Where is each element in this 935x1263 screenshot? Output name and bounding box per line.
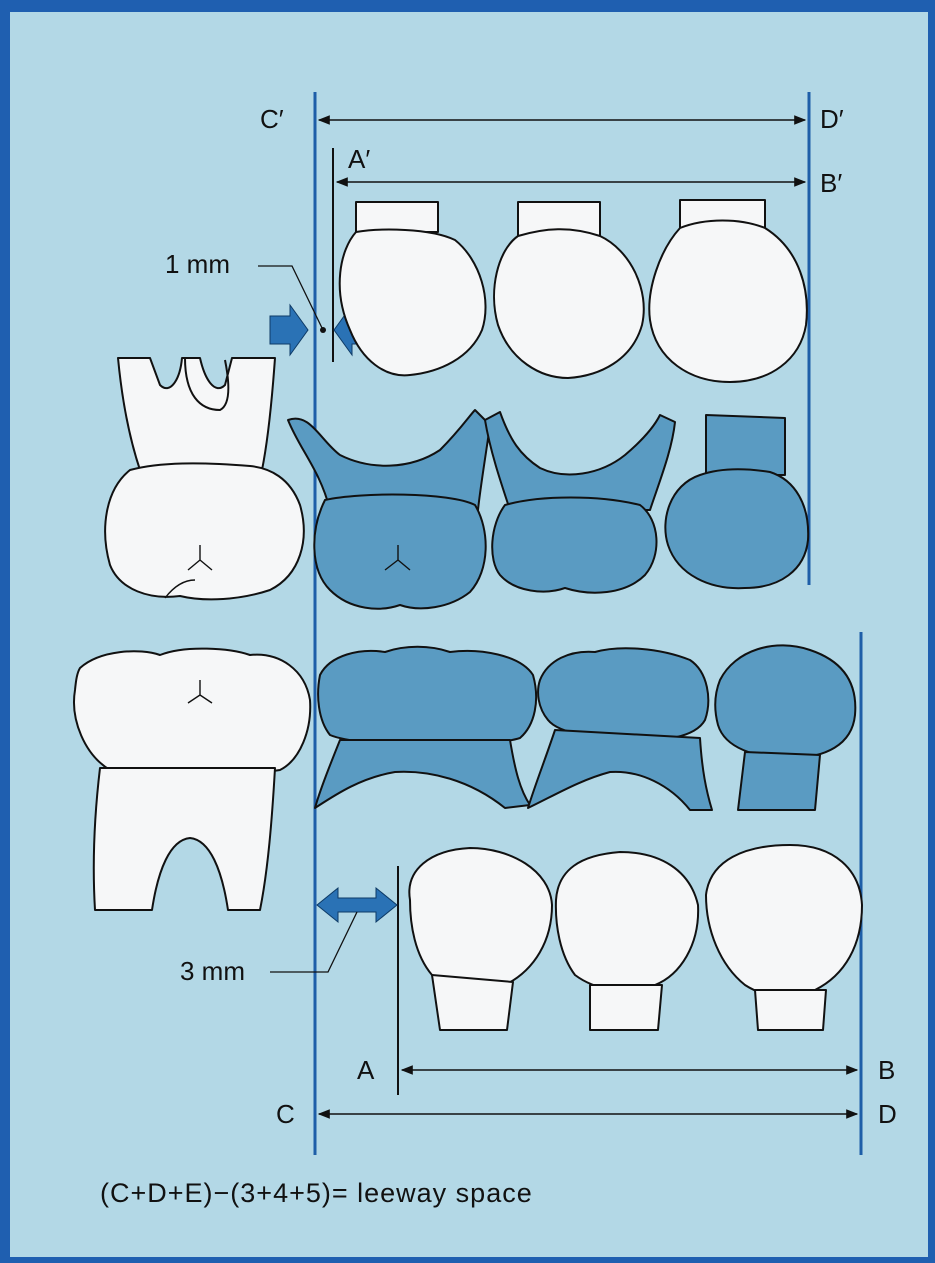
label-3mm: 3 mm: [180, 958, 245, 984]
top-frame-bar: [0, 0, 935, 12]
label-c: C: [276, 1101, 295, 1127]
label-d-prime: D′: [820, 106, 844, 132]
label-c-prime: C′: [260, 106, 284, 132]
label-1mm: 1 mm: [165, 251, 230, 277]
label-a-prime: A′: [348, 146, 370, 172]
label-b-prime: B′: [820, 170, 842, 196]
label-d: D: [878, 1101, 897, 1127]
leeway-formula: (C+D+E)−(3+4+5)= leeway space: [100, 1180, 533, 1207]
label-b: B: [878, 1057, 895, 1083]
label-a: A: [357, 1057, 374, 1083]
